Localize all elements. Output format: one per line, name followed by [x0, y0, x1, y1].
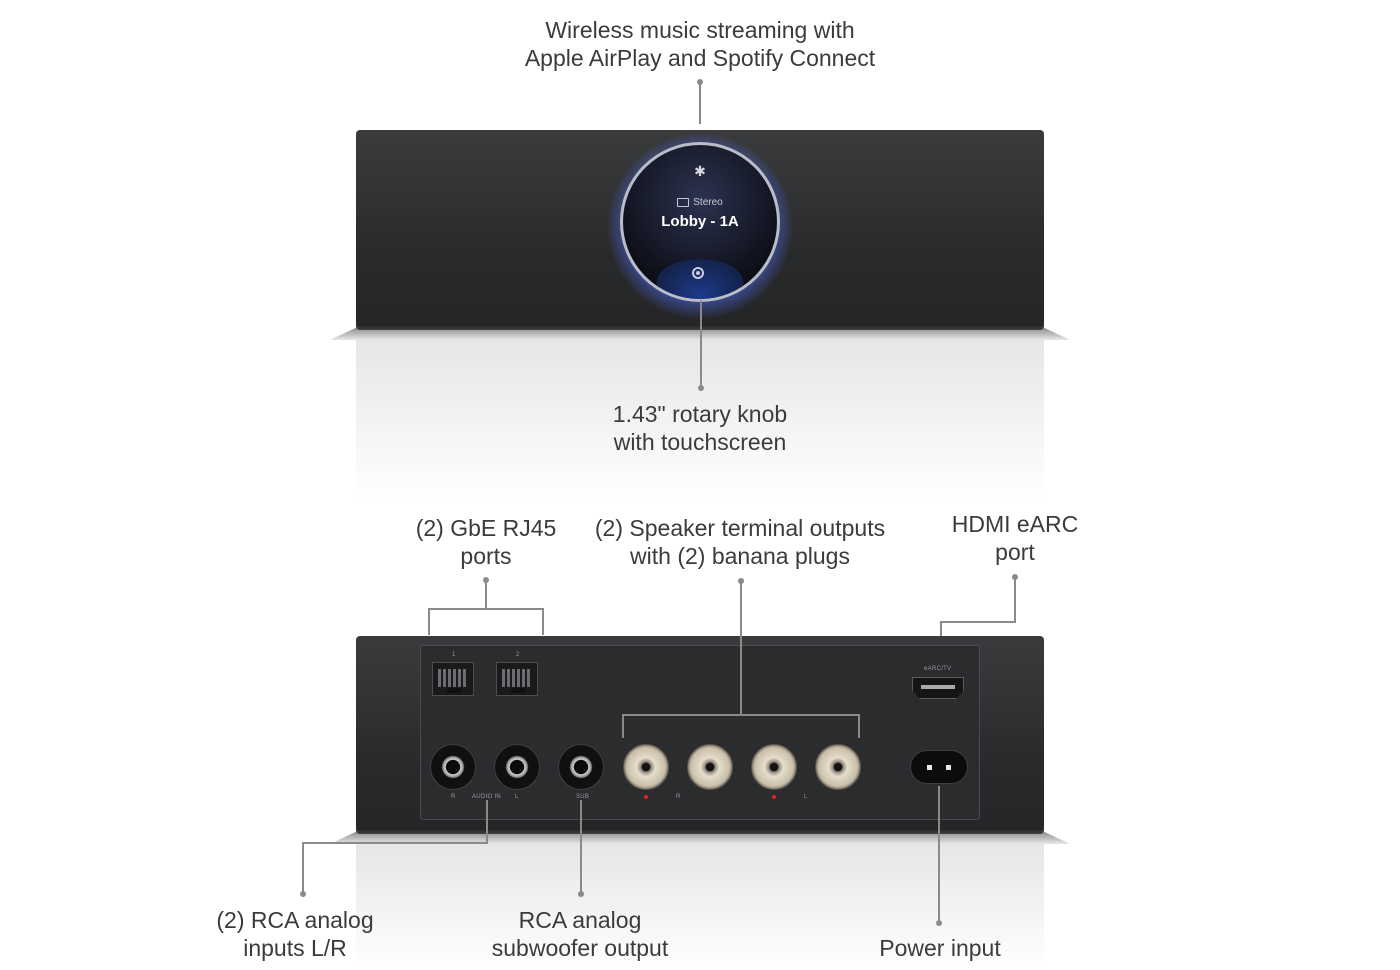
callout-dot [698, 385, 704, 391]
callout-rj45-line1: (2) GbE RJ45 [415, 515, 557, 541]
callout-line [1014, 577, 1016, 623]
rj45-2-label: 2 [516, 652, 520, 658]
knob-bottom-button[interactable] [657, 259, 743, 299]
callout-line [428, 608, 430, 635]
callout-wireless: Wireless music streaming with Apple AirP… [500, 16, 900, 72]
callout-rj45-line2: ports [460, 543, 512, 569]
speaker-target-icon [692, 267, 704, 279]
callout-knob: 1.43" rotary knob with touchscreen [560, 400, 840, 456]
callout-line [542, 608, 544, 635]
callout-line [302, 842, 304, 892]
callout-line [428, 608, 544, 610]
callout-line [938, 786, 940, 922]
rj45-port-2[interactable] [496, 662, 538, 696]
audio-l-label: L [515, 794, 519, 800]
callout-rca-in-line2: inputs L/R [243, 935, 347, 961]
callout-knob-line2: with touchscreen [613, 429, 787, 455]
callout-wireless-line2: Apple AirPlay and Spotify Connect [524, 45, 876, 71]
callout-rca-in-line1: (2) RCA analog [216, 907, 374, 933]
callout-power-line1: Power input [879, 935, 1001, 961]
speaker-terminal-l-pos[interactable] [751, 744, 797, 790]
callout-line [940, 621, 1016, 623]
callout-line [699, 82, 701, 124]
rca-sub-output[interactable] [558, 744, 604, 790]
callout-line [740, 581, 742, 715]
callout-knob-line1: 1.43" rotary knob [612, 401, 788, 427]
knob-zone-name: Lobby - 1A [661, 213, 739, 230]
callout-wireless-line1: Wireless music streaming with [545, 17, 855, 43]
callout-line [580, 800, 582, 892]
hdmi-label: eARC/TV [924, 666, 952, 672]
callout-speaker-line1: (2) Speaker terminal outputs [594, 515, 886, 541]
speaker-terminal-l-neg[interactable] [815, 744, 861, 790]
speaker-terminal-r-pos[interactable] [623, 744, 669, 790]
rca-input-r[interactable] [430, 744, 476, 790]
device-rear-base [330, 830, 1070, 844]
callout-line [486, 800, 488, 844]
callout-sub: RCA analog subwoofer output [470, 906, 690, 962]
callout-line [622, 714, 624, 738]
callout-speaker-line2: with (2) banana plugs [630, 543, 850, 569]
callout-rca-in: (2) RCA analog inputs L/R [195, 906, 395, 962]
sub-label: SUB [576, 794, 590, 800]
spk-r-label: R [676, 794, 681, 800]
callout-line [858, 714, 860, 738]
callout-speaker: (2) Speaker terminal outputs with (2) ba… [580, 514, 900, 570]
device-rear-reflection [356, 844, 1044, 970]
callout-line [622, 714, 860, 716]
callout-dot [578, 891, 584, 897]
callout-dot [300, 891, 306, 897]
rj45-port-1[interactable] [432, 662, 474, 696]
audio-in-label: AUDIO IN [472, 794, 502, 800]
spk-l-label: L [804, 794, 808, 800]
speaker-terminal-r-neg[interactable] [687, 744, 733, 790]
callout-rj45: (2) GbE RJ45 ports [386, 514, 586, 570]
knob-mode-label: Stereo [693, 197, 723, 208]
callout-sub-line1: RCA analog [518, 907, 642, 933]
polarity-dot [644, 795, 648, 799]
callout-line [700, 300, 702, 385]
callout-dot [936, 920, 942, 926]
rca-input-l[interactable] [494, 744, 540, 790]
callout-power: Power input [850, 934, 1030, 962]
knob-mode: Stereo [623, 197, 777, 208]
gear-icon: ✱ [694, 163, 706, 179]
stereo-icon [677, 197, 690, 207]
power-input-port[interactable] [910, 750, 968, 784]
callout-sub-line2: subwoofer output [491, 935, 669, 961]
callout-line [302, 842, 488, 844]
rotary-knob[interactable]: ✱ Stereo Lobby - 1A [620, 142, 780, 302]
rj45-1-label: 1 [452, 652, 456, 658]
polarity-dot [772, 795, 776, 799]
callout-line [485, 580, 487, 609]
callout-hdmi: HDMI eARC port [930, 510, 1100, 566]
audio-r-label: R [451, 794, 456, 800]
hdmi-earc-port[interactable] [912, 677, 964, 699]
callout-hdmi-line2: port [995, 539, 1035, 565]
callout-hdmi-line1: HDMI eARC [951, 511, 1079, 537]
